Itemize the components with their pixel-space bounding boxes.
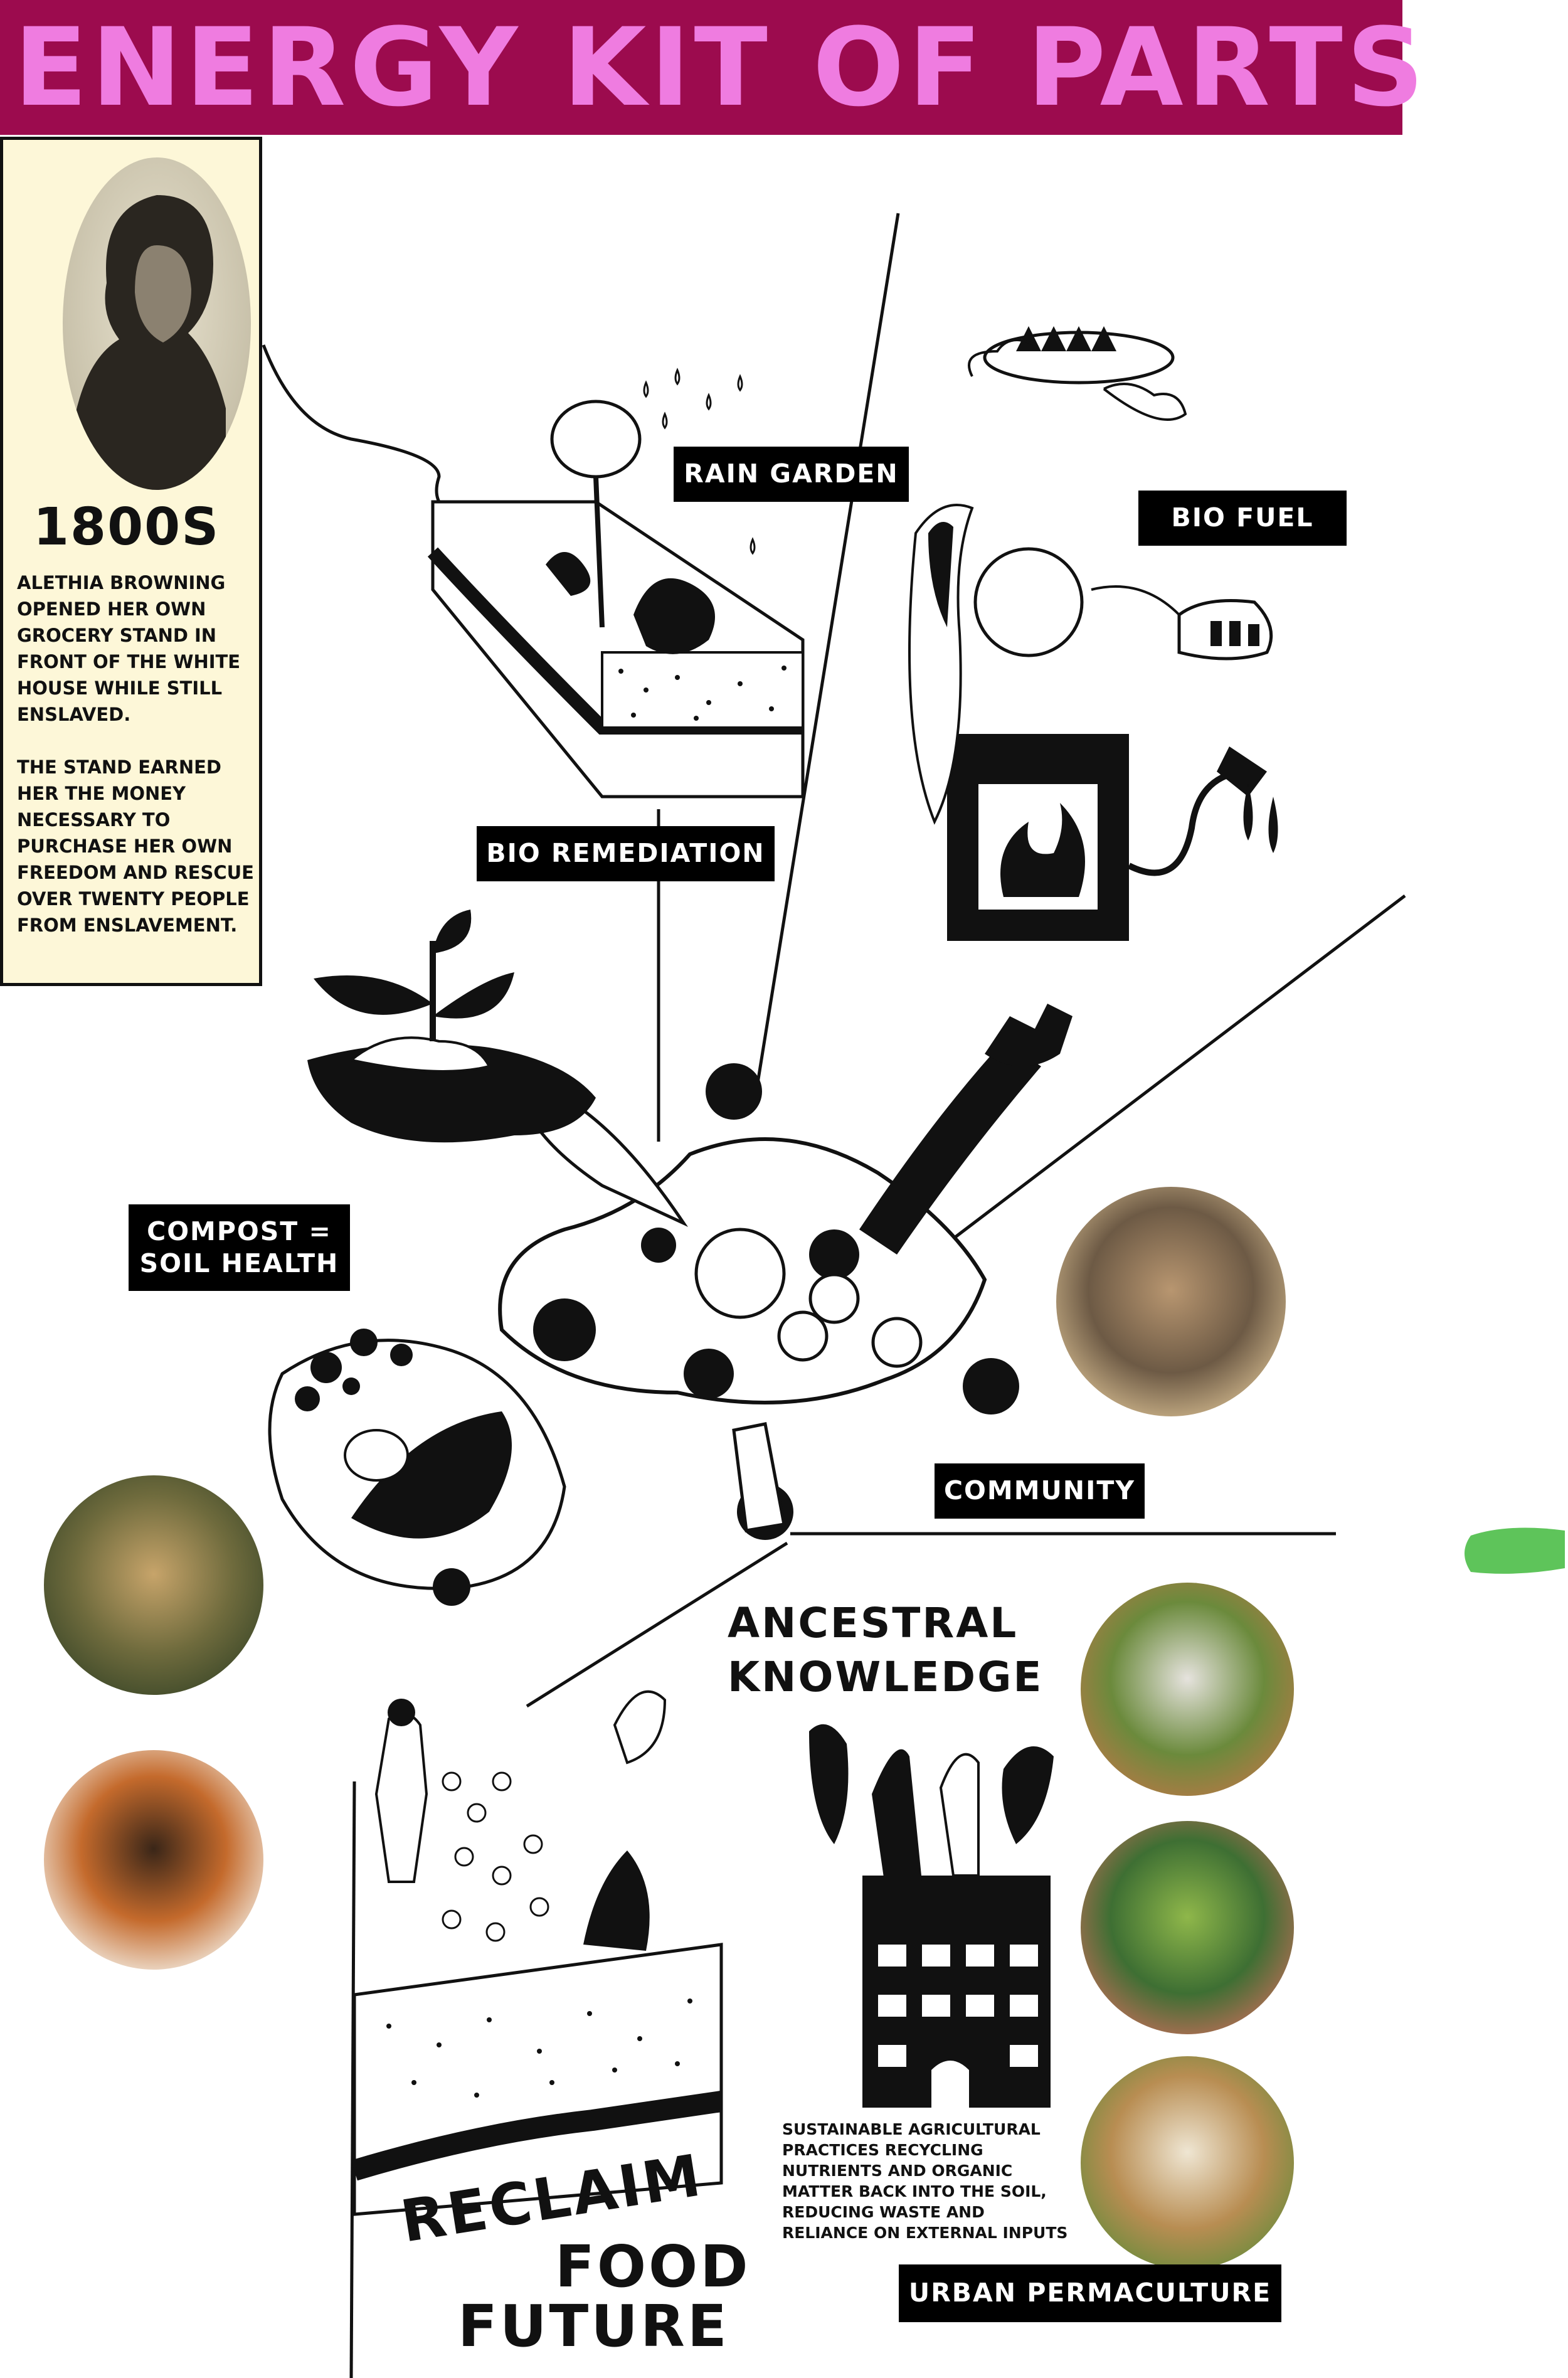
rain-garden-label: RAIN GARDEN <box>674 447 909 502</box>
community-label: COMMUNITY <box>935 1463 1145 1519</box>
community-photo <box>1056 1187 1286 1416</box>
title-banner: ENERGY KIT OF PARTS <box>0 0 1424 135</box>
ancestral-building-illustration <box>809 1724 1054 2108</box>
portrait-figure <box>75 195 226 490</box>
bio-fuel-label-text: BIO FUEL <box>1171 502 1314 533</box>
bio-fuel-illustration <box>908 326 1278 941</box>
compost-pile-illustration <box>268 1329 566 1606</box>
compost-label-line1: COMPOST = <box>147 1216 332 1246</box>
seedling-hand-illustration <box>307 910 596 1143</box>
portrait-photo <box>63 157 251 490</box>
sidebar-paragraph: THE STAND EARNED HER THE MONEY NECESSARY… <box>17 756 254 936</box>
rain-garden-label-text: RAIN GARDEN <box>684 459 899 489</box>
future-text: FUTURE <box>458 2293 729 2360</box>
rain-garden-illustration <box>427 368 805 799</box>
ancestral-knowledge-heading: ANCESTRAL KNOWLEDGE <box>728 1596 1043 1704</box>
food-text: FOOD <box>555 2233 751 2300</box>
history-sidebar: 1800S ALETHIA BROWNING OPENED HER OWN GR… <box>0 137 262 986</box>
sidebar-paragraph: ALETHIA BROWNING OPENED HER OWN GROCERY … <box>17 572 241 725</box>
green-arch-photo <box>1081 1583 1294 1796</box>
page-title: ENERGY KIT OF PARTS <box>14 4 1428 130</box>
bio-fuel-label: BIO FUEL <box>1138 491 1347 546</box>
bamboo-pavilion-photo <box>1081 2056 1294 2269</box>
street-garden-photo <box>1081 1821 1294 2034</box>
ancestral-line2: KNOWLEDGE <box>728 1653 1044 1701</box>
community-label-text: COMMUNITY <box>943 1475 1136 1506</box>
urban-permaculture-label-text: URBAN PERMACULTURE <box>908 2278 1272 2308</box>
sustainable-practices-text: SUSTAINABLE AGRICULTURAL PRACTICES RECYC… <box>782 2120 1068 2242</box>
bio-remediation-label-text: BIO REMEDIATION <box>486 838 765 869</box>
sidebar-story: ALETHIA BROWNING OPENED HER OWN GROCERY … <box>17 570 258 965</box>
sidebar-year: 1800S <box>33 497 220 557</box>
green-brush-mark <box>1465 1527 1565 1574</box>
food-scraps-photo <box>44 1750 263 1970</box>
loom-photo <box>44 1475 263 1695</box>
community-hands-illustration <box>498 1004 1073 1540</box>
urban-permaculture-label: URBAN PERMACULTURE <box>899 2264 1281 2322</box>
ancestral-line1: ANCESTRAL <box>728 1599 1019 1647</box>
bio-remediation-label: BIO REMEDIATION <box>477 826 775 881</box>
food-future-garden-illustration <box>351 1690 723 2216</box>
compost-label-line2: SOIL HEALTH <box>139 1248 339 1278</box>
compost-label: COMPOST = SOIL HEALTH <box>129 1204 350 1291</box>
